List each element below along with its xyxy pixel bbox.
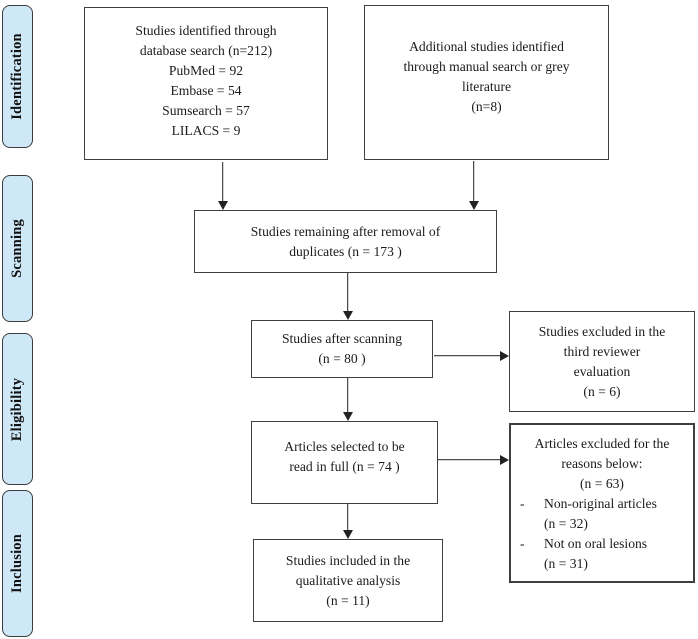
box-excluded-third-reviewer-text: Studies excluded in the third reviewer e… <box>538 323 666 399</box>
arrow-full-read-to-included <box>342 504 353 539</box>
box-qualitative-analysis: Studies included in the qualitative anal… <box>253 539 443 622</box>
arrow-manual-to-duplicates <box>468 161 479 210</box>
arrow-head-icon <box>342 530 353 539</box>
arrow-line <box>346 273 349 312</box>
box-qualitative-analysis-text: Studies included in the qualitative anal… <box>285 552 411 608</box>
stage-inclusion: Inclusion <box>2 490 33 637</box>
excluded-reason-item: - Not on oral lesions (n = 31) <box>511 534 693 574</box>
bullet-dash: - <box>520 536 525 551</box>
box-database-search-text: Studies identified through database sear… <box>135 23 277 138</box>
box-duplicates-removed: Studies remaining after removal of dupli… <box>194 210 497 273</box>
arrow-line <box>346 378 349 413</box>
excluded-reason-item-text: Non-original articles (n = 32) <box>544 496 657 531</box>
arrow-head-icon <box>500 454 509 465</box>
arrow-line <box>221 162 224 202</box>
arrow-duplicates-to-scanning <box>342 273 353 320</box>
arrow-scanning-to-full-read <box>342 378 353 421</box>
box-after-scanning: Studies after scanning (n = 80 ) <box>251 320 433 378</box>
arrow-scanning-to-excluded <box>434 350 509 361</box>
arrow-database-to-duplicates <box>217 162 228 210</box>
excluded-reason-item-text: Not on oral lesions (n = 31) <box>544 536 648 571</box>
box-database-search: Studies identified through database sear… <box>84 7 328 160</box>
arrow-head-icon <box>500 350 509 361</box>
box-after-scanning-text: Studies after scanning (n = 80 ) <box>281 331 403 366</box>
arrow-head-icon <box>217 201 228 210</box>
stage-scanning: Scanning <box>2 175 33 322</box>
box-manual-search-text: Additional studies identified through ma… <box>403 39 570 114</box>
box-manual-search: Additional studies identified through ma… <box>364 5 609 160</box>
arrow-line <box>472 161 475 202</box>
arrow-full-read-to-excluded-reasons <box>438 454 509 465</box>
stage-eligibility-label: Eligibility <box>9 377 25 441</box>
stage-identification-label: Identification <box>9 33 25 120</box>
box-read-in-full-text: Articles selected to be read in full (n … <box>284 439 405 474</box>
bullet-dash: - <box>520 496 525 511</box>
stage-eligibility: Eligibility <box>2 333 33 485</box>
box-excluded-reasons: Articles excluded for the reasons below:… <box>509 423 695 583</box>
arrow-line <box>434 354 501 357</box>
arrow-line <box>438 458 501 461</box>
stage-identification: Identification <box>2 5 33 148</box>
arrow-head-icon <box>342 412 353 421</box>
stage-scanning-label: Scanning <box>9 219 26 278</box>
excluded-reason-item: - Non-original articles (n = 32) <box>511 494 693 534</box>
stage-inclusion-label: Inclusion <box>9 533 25 594</box>
box-duplicates-removed-text: Studies remaining after removal of dupli… <box>250 223 441 259</box>
arrow-head-icon <box>342 311 353 320</box>
box-excluded-reasons-heading: Articles excluded for the reasons below:… <box>534 436 670 491</box>
box-excluded-third-reviewer: Studies excluded in the third reviewer e… <box>509 311 695 412</box>
arrow-head-icon <box>468 201 479 210</box>
arrow-line <box>346 504 349 531</box>
box-read-in-full: Articles selected to be read in full (n … <box>251 421 438 504</box>
